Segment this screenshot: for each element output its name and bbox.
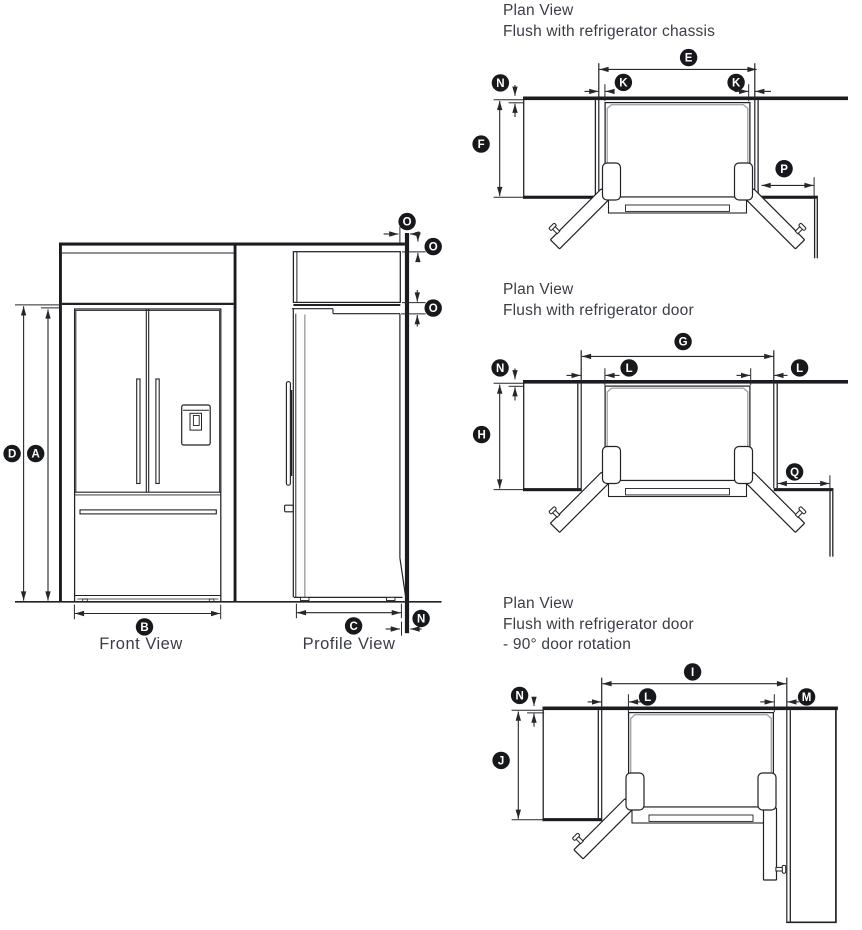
dim-badge-n-plan3: N bbox=[510, 686, 529, 705]
svg-text:N: N bbox=[496, 78, 504, 90]
dim-badge-c: C bbox=[344, 617, 363, 635]
title-line: Flush with refrigerator chassis bbox=[503, 22, 716, 40]
dim-badge-e: E bbox=[679, 48, 698, 67]
upper-cabinet bbox=[292, 251, 401, 304]
dim-badge-d: D bbox=[3, 444, 21, 463]
fridge-front-outline bbox=[73, 308, 222, 603]
rear-wall bbox=[404, 233, 410, 634]
svg-text:N: N bbox=[515, 691, 523, 703]
dim-badge-o-2: O bbox=[424, 237, 442, 256]
dim-badge-q: Q bbox=[785, 463, 804, 481]
svg-text:O: O bbox=[429, 303, 438, 315]
title-line: - 90° door rotation bbox=[503, 636, 632, 653]
dimension-badges: D A B C N O O O E N K K F P G N L L H Q … bbox=[3, 48, 816, 770]
dim-badge-b: B bbox=[135, 618, 154, 636]
dim-badge-l-2: L bbox=[790, 359, 809, 377]
left-door-open bbox=[543, 181, 612, 250]
dim-badge-f: F bbox=[472, 135, 490, 153]
title-line: Flush with refrigerator door bbox=[503, 615, 694, 633]
plan-view-door-title: Plan View Flush with refrigerator door bbox=[503, 280, 694, 321]
dim-badge-h: H bbox=[472, 425, 491, 444]
dim-badge-o-3: O bbox=[424, 299, 442, 317]
dim-badge-p: P bbox=[775, 160, 793, 178]
dim-badge-j: J bbox=[492, 751, 510, 770]
svg-text:L: L bbox=[644, 692, 651, 704]
svg-text:C: C bbox=[349, 621, 357, 633]
svg-text:Q: Q bbox=[790, 467, 799, 479]
water-dispenser bbox=[181, 404, 211, 446]
freezer-handle bbox=[79, 509, 217, 515]
svg-text:O: O bbox=[403, 217, 412, 229]
svg-text:B: B bbox=[140, 622, 148, 634]
svg-text:J: J bbox=[498, 756, 504, 768]
back-wall bbox=[523, 96, 848, 101]
left-door-handle bbox=[136, 378, 141, 485]
svg-text:N: N bbox=[417, 614, 425, 626]
dim-badge-k-1: K bbox=[614, 73, 633, 92]
svg-text:D: D bbox=[8, 449, 16, 461]
dim-badge-k-2: K bbox=[727, 73, 745, 92]
door-handle-profile bbox=[285, 381, 291, 486]
svg-text:G: G bbox=[679, 337, 688, 349]
cabinet-left-wall bbox=[59, 242, 62, 602]
right-door-handle bbox=[155, 378, 160, 485]
title-line: Flush with refrigerator door bbox=[503, 301, 694, 319]
svg-text:K: K bbox=[732, 78, 741, 90]
left-door-open bbox=[566, 791, 635, 860]
svg-text:H: H bbox=[477, 430, 485, 442]
dim-badge-n-plan2: N bbox=[491, 359, 509, 377]
cabinet-top-line bbox=[59, 242, 405, 246]
profile-view-drawing bbox=[284, 233, 410, 634]
svg-text:L: L bbox=[796, 363, 803, 375]
svg-text:E: E bbox=[685, 53, 693, 65]
freezer-handle-profile bbox=[284, 504, 294, 513]
dim-badge-n-profile: N bbox=[412, 609, 430, 628]
profile-view-label: Profile View bbox=[302, 634, 396, 653]
title-line: Plan View bbox=[503, 281, 574, 298]
dim-badge-g: G bbox=[674, 332, 692, 351]
dim-badge-l-1: L bbox=[620, 359, 638, 377]
dim-badge-l-3: L bbox=[638, 688, 657, 706]
plan-view-door-drawing bbox=[493, 350, 848, 557]
back-wall bbox=[523, 380, 848, 384]
front-view-drawing bbox=[59, 242, 405, 603]
svg-text:I: I bbox=[691, 667, 694, 679]
title-line: Plan View bbox=[503, 595, 574, 612]
plan-view-chassis-title: Plan View Flush with refrigerator chassi… bbox=[503, 1, 715, 42]
plan-view-door-rotation-drawing bbox=[511, 677, 838, 924]
svg-text:A: A bbox=[32, 449, 40, 461]
dim-badge-n-plan1: N bbox=[491, 74, 510, 92]
svg-text:L: L bbox=[626, 363, 633, 375]
plan-view-door-rotation-title: Plan View Flush with refrigerator door -… bbox=[503, 594, 694, 656]
dim-badge-a: A bbox=[27, 444, 45, 463]
svg-text:M: M bbox=[802, 692, 812, 704]
dim-badge-m: M bbox=[797, 688, 816, 706]
front-profile-dimensions bbox=[15, 226, 426, 636]
svg-text:N: N bbox=[496, 363, 504, 375]
svg-text:O: O bbox=[429, 242, 438, 254]
back-wall bbox=[542, 706, 838, 711]
dim-badge-o-1: O bbox=[398, 212, 416, 231]
dim-badge-i: I bbox=[683, 663, 702, 681]
svg-text:P: P bbox=[780, 164, 788, 176]
cabinet-right-wall bbox=[233, 242, 237, 602]
front-view-label: Front View bbox=[99, 634, 183, 653]
svg-text:K: K bbox=[619, 78, 628, 90]
title-line: Plan View bbox=[503, 2, 574, 19]
plan-view-chassis-drawing bbox=[493, 63, 848, 259]
svg-text:F: F bbox=[478, 139, 485, 151]
right-door-open-90 bbox=[762, 807, 787, 881]
right-door-open bbox=[743, 181, 812, 250]
